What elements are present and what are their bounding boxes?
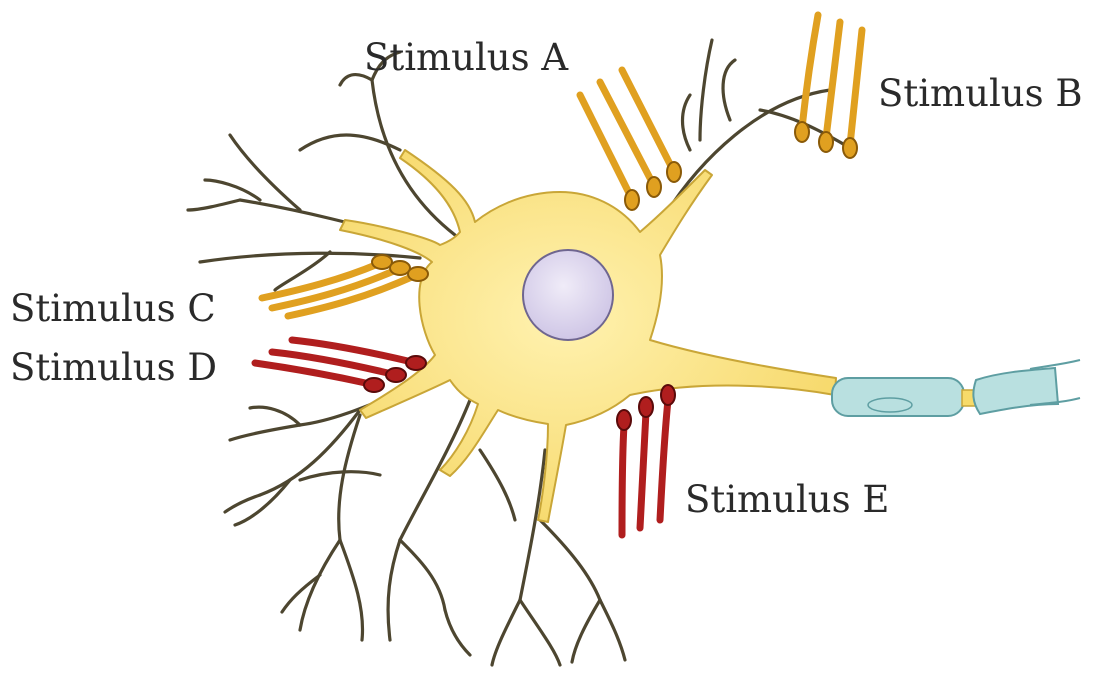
label-stimulus-e: Stimulus E bbox=[685, 478, 889, 521]
label-stimulus-d: Stimulus D bbox=[10, 346, 217, 389]
stimulus-c-terminals bbox=[262, 255, 428, 316]
axon bbox=[832, 360, 1080, 416]
label-stimulus-c: Stimulus C bbox=[10, 287, 216, 330]
myelin-sheath-1 bbox=[832, 378, 964, 416]
myelin-sheath-2 bbox=[973, 368, 1058, 414]
stimulus-e-terminals bbox=[617, 385, 675, 535]
label-stimulus-a: Stimulus A bbox=[364, 36, 569, 79]
nucleus bbox=[523, 250, 613, 340]
stimulus-a-terminals bbox=[580, 70, 681, 210]
label-stimulus-b: Stimulus B bbox=[878, 72, 1083, 115]
stimulus-b-terminals bbox=[795, 15, 862, 158]
